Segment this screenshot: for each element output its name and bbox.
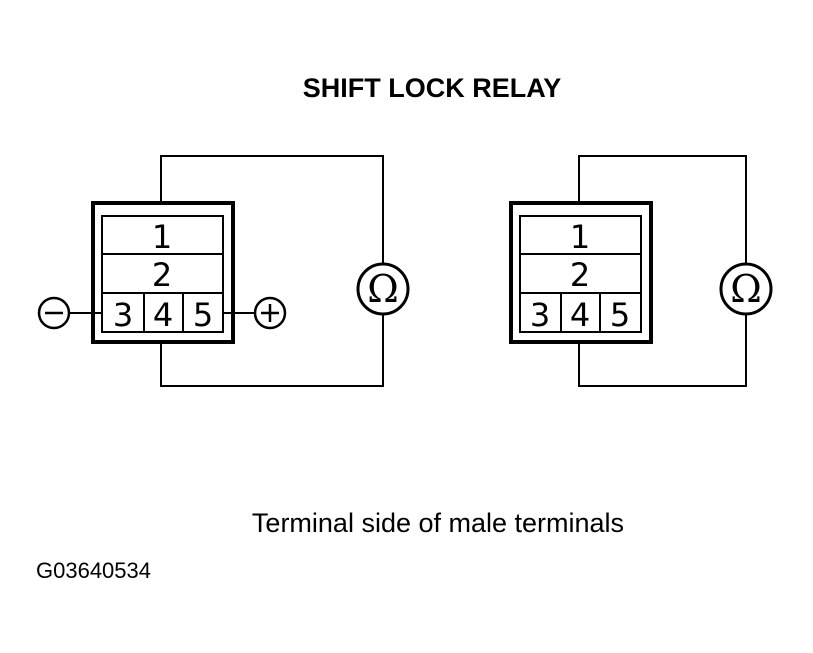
right-terminal-4-label: 4 [570,296,590,334]
minus-circle-icon [37,296,71,330]
diagram-title: SHIFT LOCK RELAY [303,73,562,103]
right-wire-ohmmeter-to-terminal4 [578,313,747,387]
left-terminal-1-label: 1 [152,218,172,256]
right-ohmmeter-icon [719,262,773,316]
left-wire-terminal1-to-ohmmeter [160,155,384,265]
right-terminal-3-label: 3 [530,296,550,334]
right-terminal-labels: 1 2 3 4 5 Ω [530,218,762,334]
left-ohmmeter-symbol: Ω [367,267,399,311]
left-relay-test [37,155,410,387]
diagram-caption: Terminal side of male terminals [252,508,624,538]
left-terminal-labels: 1 2 3 4 5 Ω [113,218,399,334]
left-terminal-3-label: 3 [113,296,133,334]
right-terminal-5-cavity [599,292,642,333]
left-connector-housing [91,201,235,344]
right-terminal-5-label: 5 [610,296,630,334]
right-ohmmeter-symbol: Ω [730,267,762,311]
left-terminal-4-label: 4 [153,296,173,334]
left-terminal-5-label: 5 [193,296,213,334]
right-wire-terminal1-to-ohmmeter [578,155,747,265]
right-connector-housing [509,201,653,344]
right-terminal-2-label: 2 [570,256,590,294]
left-ohmmeter-icon [356,262,410,316]
left-wire-ohmmeter-to-terminal4 [160,313,384,387]
figure-id: G03640534 [36,558,151,583]
right-terminal-1-label: 1 [570,218,590,256]
left-terminal-2-label: 2 [152,256,172,294]
right-relay-test [509,155,773,387]
plus-circle-icon [253,296,287,330]
